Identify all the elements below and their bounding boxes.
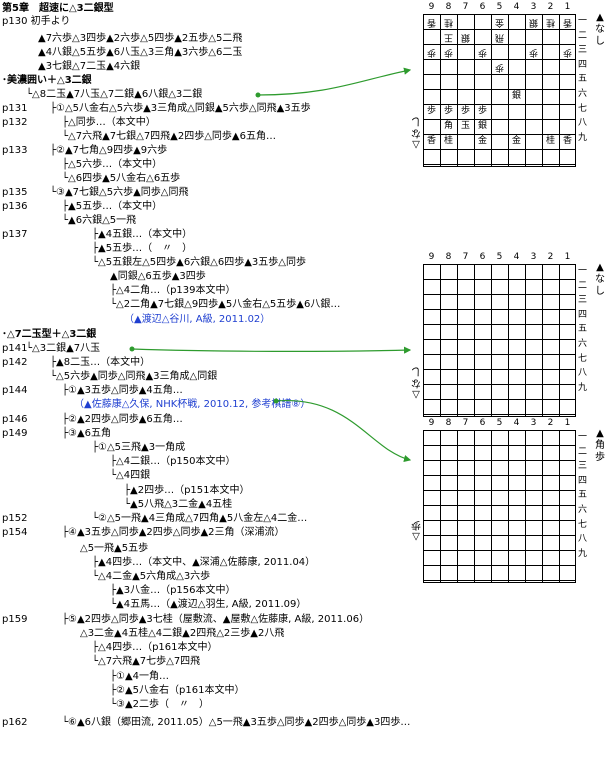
tree-line: └③▲2二歩（ 〃 ） [110,699,210,710]
sente-hand: ▲角歩 [595,428,605,463]
tree-line: ├▲5五歩…（本文中） [62,201,163,212]
tree-line: ├△4四歩…（p161本文中） [92,642,218,653]
tree-line: └△8二玉▲7八玉△7二銀▲6八銀△3二銀 [26,89,203,100]
tree-line: └▲5八飛△3二金▲4五桂 [124,499,233,510]
tree-line: p133 [2,145,28,156]
tree-line: └⑥▲6八銀（郷田流, 2011.05）△5一飛▲3五歩△同歩▲2四歩△同歩▲3… [62,717,411,728]
tree-line: ├①△5八金右△5六歩▲3三角成△同銀▲5六歩△同飛▲3五歩 [50,103,311,114]
tree-line: ├③▲6五角 [62,428,112,439]
tree-line: ├▲2四歩…（p151本文中） [124,485,250,496]
arrow-to-board-1 [257,67,412,96]
arrow-to-board-2 [131,346,412,354]
tree-line: ├④▲3五歩△同歩▲2四歩△同歩▲2三角（深浦流） [62,527,285,538]
tree-line: └△6四歩▲5八金右△6五歩 [62,173,181,184]
board-grid [423,264,576,417]
tree-line: ├▲4五銀…（本文中） [92,229,193,240]
tree-line: p144 [2,385,28,396]
tree-line: p136 [2,201,28,212]
tree-line: ├②▲2四歩△同歩▲6五角… [62,414,183,425]
shogi-piece: 歩 [443,106,453,116]
tree-line: △5一飛▲5五歩 [80,543,149,554]
shogi-piece: 歩 [477,106,487,116]
tree-line: p159 [2,614,28,625]
tree-line: ▲同銀△6五歩▲3四歩 [110,271,206,282]
tree-line: ├▲3八金…（p156本文中） [110,585,236,596]
tree-line: └△7六飛▲7七銀△7四飛▲2四歩△同歩▲6五角… [62,131,276,142]
tree-line: p137 [2,229,28,240]
tree-line: ▲4八銀△5五歩▲6八玉△3三角▲3六歩△6二玉 [38,47,243,58]
row-labels: 一二三四五六七八九 [578,16,588,143]
tree-line: p152 [2,513,28,524]
sente-hand: ▲なし [595,262,605,297]
tree-line: └△2二角▲7七銀△9四歩▲5八金右△5五歩▲6八銀… [110,299,341,310]
tree-line: （▲渡辺△谷川, A級, 2011.02） [124,314,271,325]
tree-line: └②△5一飛▲4三角成△7四角▲5八金左△4二金… [92,513,308,524]
tree-line: p132 [2,117,28,128]
row-labels: 一二三四五六七八九 [578,432,588,559]
tree-line: ▲3七銀△7二玉▲4六銀 [38,61,141,72]
arrow-to-board-3 [275,400,412,463]
shogi-piece: 銀 [511,91,521,101]
tree-line: └△3二銀▲7八玉 [26,343,101,354]
tree-line: ├△4二角…（p139本文中） [110,285,236,296]
shogi-piece: 金 [511,136,521,146]
tree-line: ├②▲7七角△9四歩▲9六歩 [50,145,168,156]
tree-line: p154 [2,527,28,538]
tree-line: p135 [2,187,28,198]
tree-line: ├②▲5八金右（p161本文中） [110,685,245,696]
tree-line: p131 [2,103,28,114]
tree-line: └③▲7七銀△5六歩▲同歩△同飛 [50,187,189,198]
shogi-piece: 香 [562,136,572,146]
shogi-piece: 金 [477,136,487,146]
tree-line: └△4四銀 [110,470,151,481]
tree-line: ├①▲4一角… [110,671,170,682]
shogi-piece: 歩 [426,106,436,116]
shogi-piece: 香 [426,136,436,146]
shogi-piece: 桂 [545,136,555,146]
tree-line: ├①▲3五歩△同歩▲4五角… [62,385,183,396]
tree-line: p146 [2,414,28,425]
sente-hand: ▲なし [595,12,605,47]
tree-line: ├①△5三飛▲3一角成 [92,442,186,453]
tree-line: 第5章 超速に△3二銀型 [2,3,114,14]
shogi-piece: 玉 [460,121,470,131]
tree-line: ▲7六歩△3四歩▲2六歩△5四歩▲2五歩△5二飛 [38,33,243,44]
tree-line: ├▲8二玉…（本文中） [50,357,151,368]
shogi-piece: 歩 [460,106,470,116]
tree-line: └▲4五馬…（▲渡辺△羽生, A級, 2011.09） [110,599,307,610]
tree-line: ├△4二銀…（p150本文中） [110,456,236,467]
tree-line: p142 [2,357,28,368]
shogi-piece: 桂 [443,136,453,146]
tree-line: ├△5六歩…（本文中） [62,159,163,170]
tree-line: ･美濃囲い＋△3二銀 [2,75,92,86]
tree-line: ├⑤▲2四歩△同歩▲3七桂（屋敷流、▲屋敷△佐藤康, A級, 2011.06） [62,614,370,625]
tree-line: p141 [2,343,28,354]
tree-line: p162 [2,717,28,728]
tree-line: p149 [2,428,28,439]
tree-line: └△5六歩▲同歩△同飛▲3三角成△同銀 [50,371,218,382]
board-grid [423,430,576,583]
tree-line: （▲佐藤康△久保, NHK杯戦, 2010.12, 参考棋譜⑧） [74,399,311,410]
shogi-piece: 角 [443,121,453,131]
tree-line: └△7六飛▲7七歩△7四飛 [92,656,201,667]
row-labels: 一二三四五六七八九 [578,266,588,393]
tree-line: ･△7二玉型＋△3二銀 [2,329,97,340]
board-grid [423,14,576,167]
tree-line: ├▲5五歩…（ 〃 ） [92,243,193,254]
tree-line: └▲6六銀△5一飛 [62,215,137,226]
tree-line: └△5五銀左△5四歩▲6六銀△6四歩▲3五歩△同歩 [92,257,306,268]
tree-line: └△4二金▲5六角成△3六歩 [92,571,211,582]
tree-line: ├△同歩…（本文中） [62,117,156,128]
tree-line: ├▲4四歩…（本文中、▲深浦△佐藤康, 2011.04） [92,557,316,568]
tree-line: p130 初手より [2,16,71,27]
shogi-piece: 銀 [477,121,487,131]
tree-line: △3二金▲4五桂△4二銀▲2四飛△2三歩▲2八飛 [80,628,285,639]
